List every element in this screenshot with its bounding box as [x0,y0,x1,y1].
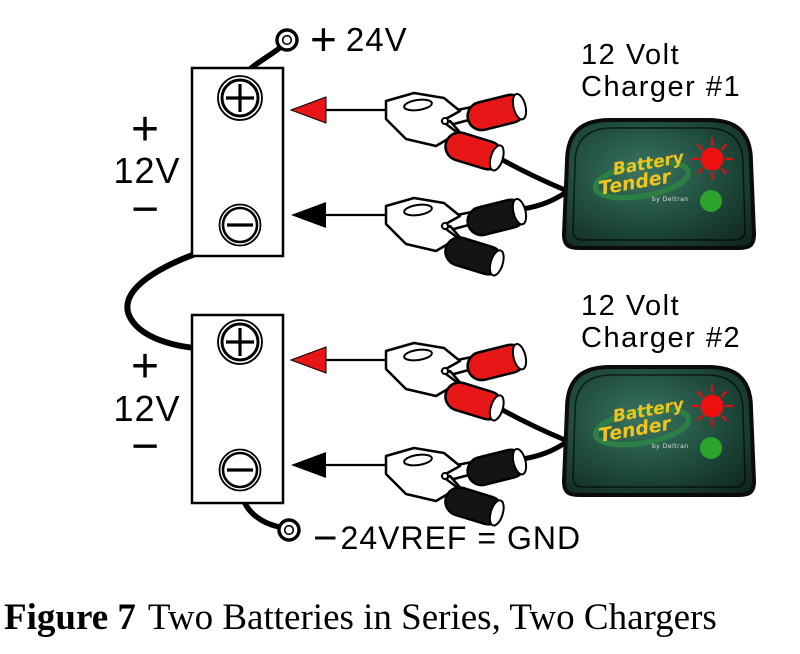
clip-upper-handle [466,447,528,487]
red-alligator-clip-2 [384,341,528,422]
battery-2 [190,313,285,505]
charger1-red-lead-wire [496,155,568,193]
clip-jaw-hole [403,203,433,217]
arrow-battery1-negative [291,202,391,228]
clip-lower-handle [444,486,505,527]
clip-upper-handle [466,342,528,382]
arrow-battery2-negative [291,452,391,478]
positive-ring-terminal [275,28,299,52]
charger-1-unit: Battery Tender by Deltran [562,118,756,250]
charger-1-inner-outline [572,127,746,241]
minus-sign: − [313,514,338,561]
charger-1-green-led [700,190,722,212]
black-alligator-clip-2 [384,446,528,527]
battery-1-plus-label: + [130,103,160,156]
black-alligator-clip-1 [384,196,528,277]
clip-pivot [441,117,449,125]
battery-2-voltage-label: 12V [113,388,181,429]
battery-2-plus-label: + [130,340,160,393]
battery-1-voltage-label: 12V [113,150,181,191]
negative-ring-terminal [277,518,301,542]
charger2-black-lead-wire [519,440,568,462]
red-led-glow-rays [690,137,734,181]
battery-1-negative-terminal [218,203,262,247]
brand-byline: by Deltran [652,443,689,450]
battery-1-positive-terminal [217,75,263,121]
figure-number: Figure 7 [4,597,136,638]
clip-upper-handle [466,92,528,132]
clip-upper-handle [466,197,528,237]
red-alligator-clip-1 [384,91,528,172]
diagram-svg: Battery Tender by Deltran Battery Tender… [124,28,756,542]
clip-pivot [441,472,449,480]
top-rail-label: + 24V [310,13,408,65]
logo-swoosh [592,406,692,448]
arrow-battery2-positive [289,346,391,374]
plus-sign: + [310,13,337,65]
charger-2-green-led [700,437,722,459]
battery-2-positive-terminal [217,319,263,365]
clip-jaw-hole [403,98,433,112]
arrow-battery1-positive [289,96,391,124]
battery-1 [190,66,285,258]
clip-jaw-hole [403,453,433,467]
clip-lower-handle [444,131,505,172]
charger1-black-lead-wire [519,190,568,212]
charger-2-label: 12 Volt Charger #2 [581,290,742,354]
clip-pivot [441,367,449,375]
logo-swoosh [592,159,692,201]
series-jumper-wire [124,239,236,352]
charger-1-red-led [690,137,734,181]
brand-byline: by Deltran [652,196,689,203]
charger-2-inner-outline [572,374,746,488]
clip-lower-handle [444,381,505,422]
clip-pivot [441,222,449,230]
charger2-red-lead-wire [496,405,568,443]
red-led-glow-rays [690,384,734,428]
charger-2-unit: Battery Tender by Deltran [562,365,756,497]
figure-title: Two Batteries in Series, Two Chargers [147,597,717,638]
battery-2-negative-terminal [218,448,262,492]
clip-jaw-hole [403,348,433,362]
charger-2-red-led [690,384,734,428]
clip-lower-handle [444,236,505,277]
battery-1-minus-label: − [130,183,160,236]
battery-tender-logo: Battery Tender by Deltran [592,148,692,203]
bottom-rail-label: − 24VREF = GND [313,514,582,561]
figure-caption: Figure 7 Two Batteries in Series, Two Cha… [4,596,717,639]
battery-2-minus-label: − [130,420,160,473]
charger-1-label: 12 Volt Charger #1 [581,39,742,103]
